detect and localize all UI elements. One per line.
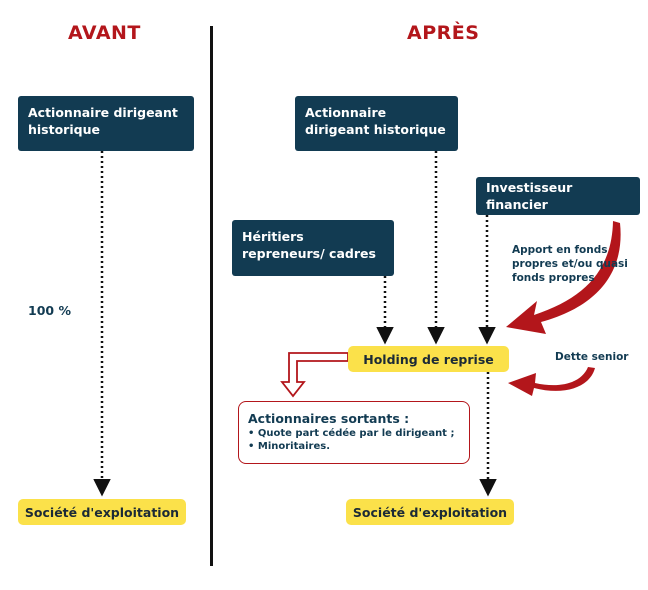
- outflow-arrow: [280, 352, 349, 398]
- apres-actionnaire-box: Actionnaire dirigeant historique: [295, 96, 458, 151]
- sortants-item: • Minoritaires.: [248, 441, 331, 452]
- apres-societe-label: Société d'exploitation: [352, 504, 508, 520]
- apres-actionnaire-label: Actionnaire dirigeant historique: [305, 105, 446, 137]
- heritiers-label: Héritiers repreneurs/ cadres: [242, 229, 376, 261]
- investisseur-box: Investisseur financier: [476, 177, 640, 215]
- sortants-item: • Quote part cédée par le dirigeant ;: [248, 428, 455, 439]
- apres-societe-box: Société d'exploitation: [346, 499, 514, 525]
- sortants-box: Actionnaires sortants : • Quote part céd…: [238, 401, 470, 464]
- ownership-percent-label: 100 %: [28, 303, 71, 318]
- sortants-title: Actionnaires sortants :: [248, 411, 410, 426]
- investisseur-label: Investisseur financier: [486, 180, 573, 212]
- apport-arrow: [506, 221, 621, 334]
- avant-societe-label: Société d'exploitation: [24, 504, 180, 520]
- apport-annotation: Apport en fonds propres et/ou quasi fond…: [512, 244, 628, 284]
- avant-actionnaire-label: Actionnaire dirigeant historique: [28, 105, 178, 137]
- apres-heading: APRÈS: [407, 22, 480, 44]
- heritiers-box: Héritiers repreneurs/ cadres: [232, 220, 394, 276]
- avant-societe-box: Société d'exploitation: [18, 499, 186, 525]
- holding-box: Holding de reprise: [348, 346, 509, 372]
- avant-actionnaire-box: Actionnaire dirigeant historique: [18, 96, 194, 151]
- avant-heading: AVANT: [68, 22, 141, 44]
- column-divider: [210, 26, 213, 566]
- holding-label: Holding de reprise: [363, 351, 494, 367]
- dette-arrow: [508, 367, 595, 396]
- dette-annotation: Dette senior: [555, 351, 629, 363]
